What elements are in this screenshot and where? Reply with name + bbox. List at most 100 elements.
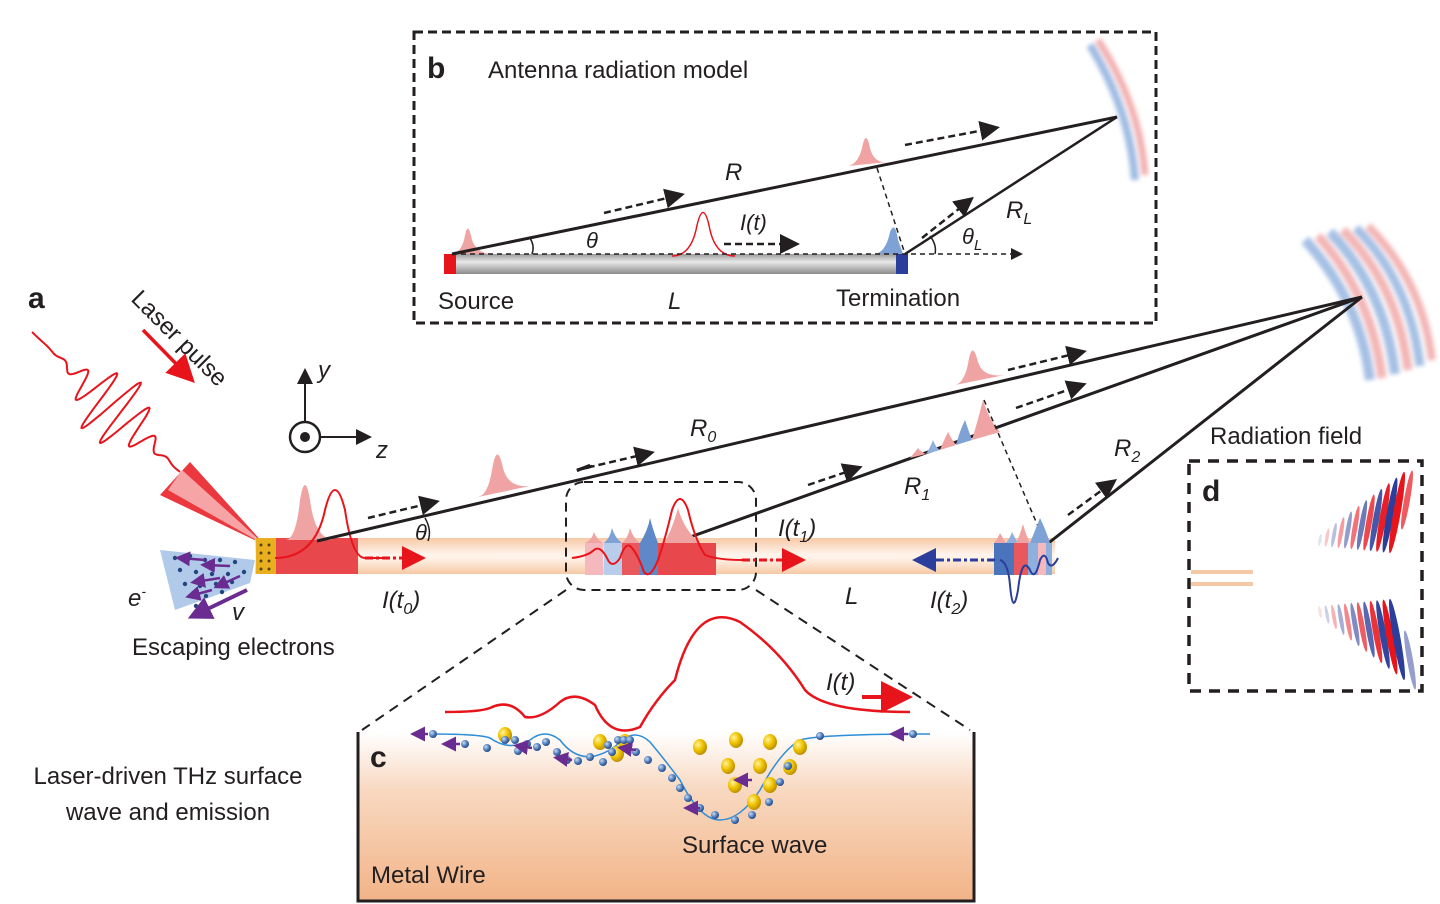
laser-focus-highlight [168, 470, 265, 545]
laser-pulse-label: Laser pulse [126, 285, 233, 392]
surface-electron [748, 811, 756, 819]
upper-lobe-band [1363, 494, 1375, 551]
source-cap [444, 254, 456, 274]
label-theta-a: θ [415, 520, 427, 545]
surface-electron [909, 730, 917, 738]
label-I-t1: I(t1) [778, 515, 816, 546]
surface-electron [816, 732, 824, 740]
zoom-line-left [361, 589, 567, 731]
panel-d-letter: d [1202, 475, 1220, 508]
surface-electron [608, 748, 616, 756]
lower-lobe-band [1324, 605, 1330, 624]
electron-dot [209, 571, 215, 577]
label-source: Source [438, 288, 514, 315]
panel-b-title: Antenna radiation model [488, 57, 748, 84]
label-I-t2: I(t2) [930, 587, 968, 618]
electron-velocity-arrow [200, 557, 231, 573]
upper-lobe-band [1344, 511, 1352, 549]
upper-outer-lobe [1401, 470, 1413, 530]
caption-line-2: wave and emission [65, 799, 270, 826]
upper-lobe-band [1376, 483, 1390, 552]
panel-a-letter: a [28, 282, 45, 315]
arrow-R2 [1067, 479, 1118, 517]
panel-c-letter: c [370, 741, 387, 774]
surface-electrons [410, 726, 917, 824]
surface-electron [731, 816, 739, 824]
panel-d-wire-top [1191, 570, 1253, 574]
upper-lobe-band [1350, 505, 1360, 550]
electron-dot [193, 569, 199, 575]
ray-R1 [678, 295, 1363, 543]
zoom-box [565, 481, 757, 591]
label-R0: R0 [690, 415, 716, 446]
surface-electron [553, 748, 561, 756]
angle-arc-thetaL [929, 235, 937, 255]
antenna-rod [446, 254, 908, 274]
panel-b-letter: b [427, 52, 445, 85]
panel-c: I(t) c Surface wave Metal Wire [356, 589, 976, 903]
caption-line-1: Laser-driven THz surface [34, 763, 303, 790]
label-R2: R2 [1114, 435, 1140, 466]
coordinate-axes: y z [288, 357, 388, 464]
label-thetaL: θL [962, 224, 982, 254]
ray-R2 [1045, 295, 1363, 547]
surface-electron [501, 736, 509, 744]
electron-label: e- [128, 583, 146, 612]
lower-lobe-band [1369, 600, 1383, 664]
velocity-label: v [232, 599, 246, 626]
escaping-electrons-label: Escaping electrons [132, 634, 335, 661]
electron-drift-arrow [617, 741, 637, 757]
current-label-c: I(t) [826, 669, 855, 696]
lower-lobe-band [1331, 604, 1337, 630]
upper-lobe-band [1337, 517, 1345, 548]
surface-wave-line [429, 733, 931, 821]
electron-dot [172, 555, 178, 561]
positive-ion [763, 777, 777, 793]
label-L-a: L [845, 583, 858, 610]
panel-b: b Antenna radiation model R RL θ θL I(t) [412, 30, 1158, 325]
surface-electron [599, 758, 607, 766]
source-pulse [450, 228, 490, 254]
arrow-R0-3 [1007, 345, 1087, 372]
lower-lobe-band [1382, 599, 1398, 675]
positive-ion [747, 794, 761, 810]
x-axis-dot [300, 432, 310, 442]
wire-current-segment-0 [272, 538, 358, 574]
surface-electron [784, 762, 792, 770]
arrow-R0-2 [576, 446, 655, 472]
upper-lobe-band [1331, 522, 1337, 548]
lower-lobe-band [1376, 600, 1390, 669]
electron-dot [217, 557, 223, 563]
panel-b-frame [412, 30, 1158, 325]
lower-lobe-band [1344, 603, 1352, 641]
surface-electron [668, 774, 676, 782]
surface-electron [511, 736, 519, 744]
projection-dashed [876, 167, 906, 255]
positive-ion [693, 739, 707, 755]
surface-wave-label: Surface wave [682, 832, 827, 859]
label-current: I(t) [740, 210, 767, 235]
upper-lobe-band [1382, 477, 1398, 553]
angle-arc-theta [529, 237, 534, 255]
panel-d-frame [1187, 459, 1424, 693]
electron-velocity-arrow [213, 574, 241, 589]
ray-R0 [316, 295, 1363, 543]
positive-ion [721, 758, 735, 774]
upper-lobe-band [1318, 534, 1322, 546]
arrow-R1-1 [807, 463, 863, 487]
arrow-R-far [904, 120, 1000, 147]
panel-b-radiation-arc [1086, 38, 1149, 181]
surface-electron [684, 794, 692, 802]
hot-spot-dots [259, 543, 271, 571]
positive-ion [729, 732, 743, 748]
electron-dot [232, 559, 238, 565]
initial-current-wave [274, 489, 390, 559]
electron-drift-arrow [513, 739, 533, 755]
positive-ion [753, 758, 767, 774]
surface-electron [542, 738, 550, 746]
velocity-arrow [187, 588, 248, 619]
panel-a: a Laser pulse e- v Escaping electrons [28, 223, 1436, 826]
electron-dot [177, 567, 183, 573]
label-R: R [725, 159, 742, 186]
